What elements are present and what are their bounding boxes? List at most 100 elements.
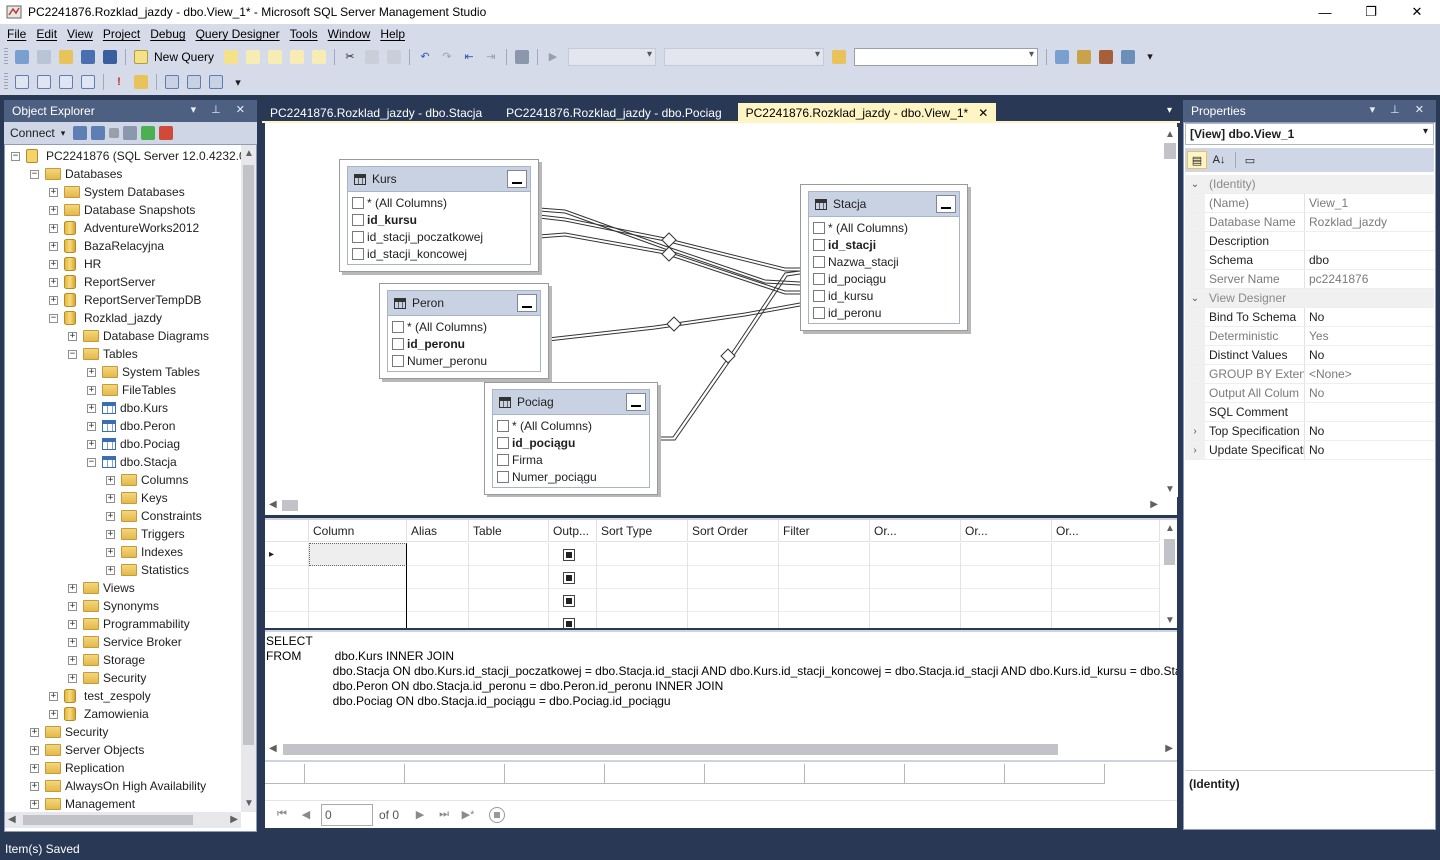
minimize-table-button[interactable]	[626, 393, 646, 411]
criteria-cell[interactable]	[309, 543, 407, 566]
expand-icon[interactable]: +	[68, 600, 77, 611]
scroll-thumb[interactable]	[1164, 539, 1175, 565]
menu-project[interactable]: Project	[102, 27, 141, 41]
paste-icon[interactable]	[385, 48, 403, 66]
expand-icon[interactable]: +	[49, 258, 58, 269]
analysis-query-icon[interactable]	[244, 48, 262, 66]
tree-item[interactable]: +Views	[68, 579, 135, 597]
tree-item[interactable]: +Triggers	[106, 525, 185, 543]
record-position-input[interactable]: 0	[321, 803, 373, 826]
criteria-cell[interactable]	[870, 612, 961, 628]
close-tab-icon[interactable]: ✕	[978, 106, 989, 120]
menu-view[interactable]: View	[67, 27, 93, 41]
expand-icon[interactable]: +	[49, 294, 58, 305]
expand-icon[interactable]: +	[68, 636, 77, 647]
add-table-icon[interactable]	[185, 73, 203, 91]
tree-item[interactable]: +System Databases	[49, 183, 185, 201]
scroll-left-icon[interactable]: ◀	[269, 499, 277, 510]
criteria-cell[interactable]	[961, 612, 1052, 628]
criteria-cell[interactable]	[469, 543, 549, 566]
expand-icon[interactable]: +	[30, 744, 39, 755]
undo-icon[interactable]: ↶	[420, 51, 430, 63]
property-row[interactable]: Description	[1185, 232, 1434, 251]
cut-icon[interactable]: ✂	[345, 51, 355, 63]
criteria-header[interactable]: Or...	[961, 520, 1052, 542]
criteria-cell[interactable]	[407, 589, 469, 612]
tree-item[interactable]: +Storage	[68, 651, 145, 669]
find-combo[interactable]	[854, 47, 1039, 66]
column-checkbox[interactable]	[352, 247, 364, 260]
tab-list-dropdown-icon[interactable]: ▾	[1166, 105, 1172, 116]
connect-dropdown-icon[interactable]: ▾	[60, 127, 66, 138]
criteria-cell[interactable]	[469, 612, 549, 628]
screenshot-icon[interactable]	[513, 48, 531, 66]
table-column-row[interactable]: id_kursu	[348, 211, 530, 228]
expand-chevron-icon[interactable]: ⌄	[1185, 175, 1205, 193]
tree-item[interactable]: +Synonyms	[68, 597, 159, 615]
tree-item[interactable]: +HR	[49, 255, 101, 273]
tree-item[interactable]: +BazaRelacyjna	[49, 237, 164, 255]
criteria-cell[interactable]	[597, 566, 688, 589]
redo-icon[interactable]: ↷	[442, 51, 452, 63]
expand-icon[interactable]: +	[87, 384, 96, 395]
criteria-row[interactable]	[265, 589, 1160, 612]
object-explorer-horizontal-scrollbar[interactable]: ◀ ▶	[5, 812, 241, 828]
expand-icon[interactable]: +	[68, 672, 77, 683]
table-column-row[interactable]: Numer_peronu	[388, 352, 540, 369]
table-column-row[interactable]: Nazwa_stacji	[809, 253, 959, 270]
table-column-row[interactable]: id_kursu	[809, 287, 959, 304]
menu-help[interactable]: Help	[380, 27, 405, 41]
column-checkbox[interactable]	[497, 419, 509, 432]
xmla-query-icon[interactable]	[310, 48, 328, 66]
verify-sql-icon[interactable]	[132, 73, 150, 91]
property-row[interactable]: SQL Comment	[1185, 403, 1434, 422]
object-explorer-vertical-scrollbar[interactable]: ▲ ▼	[241, 145, 256, 812]
scroll-right-icon[interactable]: ▶	[1165, 743, 1173, 754]
criteria-cell[interactable]	[870, 566, 961, 589]
criteria-cell[interactable]	[870, 543, 961, 566]
expand-icon[interactable]: +	[49, 708, 58, 719]
database-engine-query-icon[interactable]	[222, 48, 240, 66]
expand-chevron-icon[interactable]: ⌄	[1185, 289, 1205, 307]
expand-icon[interactable]: +	[49, 222, 58, 233]
row-selector[interactable]	[265, 566, 309, 589]
toolbox-icon[interactable]	[1097, 48, 1115, 66]
minimize-button[interactable]: —	[1318, 4, 1332, 20]
object-explorer-tree[interactable]: −PC2241876 (SQL Server 12.0.4232.0 - PC2…	[5, 145, 241, 812]
criteria-cell[interactable]	[779, 612, 870, 628]
toolbar-grip[interactable]	[4, 47, 8, 66]
show-results-pane-icon[interactable]	[79, 73, 97, 91]
criteria-header[interactable]: Sort Order	[688, 520, 779, 542]
expand-chevron-icon[interactable]: ›	[1185, 441, 1205, 459]
properties-icon[interactable]	[1075, 48, 1093, 66]
criteria-cell[interactable]	[961, 566, 1052, 589]
output-checkbox[interactable]	[563, 594, 575, 607]
table-column-row[interactable]: Numer_pociągu	[493, 468, 649, 485]
sql-pane[interactable]: SELECT FROM dbo.Kurs INNER JOIN dbo.Stac…	[265, 630, 1177, 760]
property-value[interactable]: No	[1309, 443, 1325, 457]
results-pane[interactable]	[265, 760, 1177, 800]
expand-icon[interactable]: +	[49, 204, 58, 215]
expand-icon[interactable]: +	[30, 798, 39, 809]
column-checkbox[interactable]	[352, 213, 364, 226]
criteria-cell[interactable]	[688, 566, 779, 589]
tree-item[interactable]: +FileTables	[87, 381, 176, 399]
tree-item[interactable]: +Service Broker	[68, 633, 182, 651]
new-query-icon[interactable]	[132, 48, 150, 66]
property-value[interactable]: No	[1309, 386, 1325, 400]
tree-item[interactable]: −Tables	[68, 345, 138, 363]
new-project-icon[interactable]	[13, 48, 31, 66]
tree-item[interactable]: +Server Objects	[30, 741, 144, 759]
diagram-vertical-scrollbar[interactable]: ▲ ▼	[1162, 127, 1178, 497]
table-column-row[interactable]: id_pociągu	[809, 270, 959, 287]
criteria-vertical-scrollbar[interactable]: ▲ ▼	[1162, 521, 1177, 627]
criteria-cell[interactable]	[870, 589, 961, 612]
window-layout-icon[interactable]	[1119, 48, 1137, 66]
close-button[interactable]: ✕	[1411, 4, 1423, 19]
column-checkbox[interactable]	[813, 306, 825, 319]
